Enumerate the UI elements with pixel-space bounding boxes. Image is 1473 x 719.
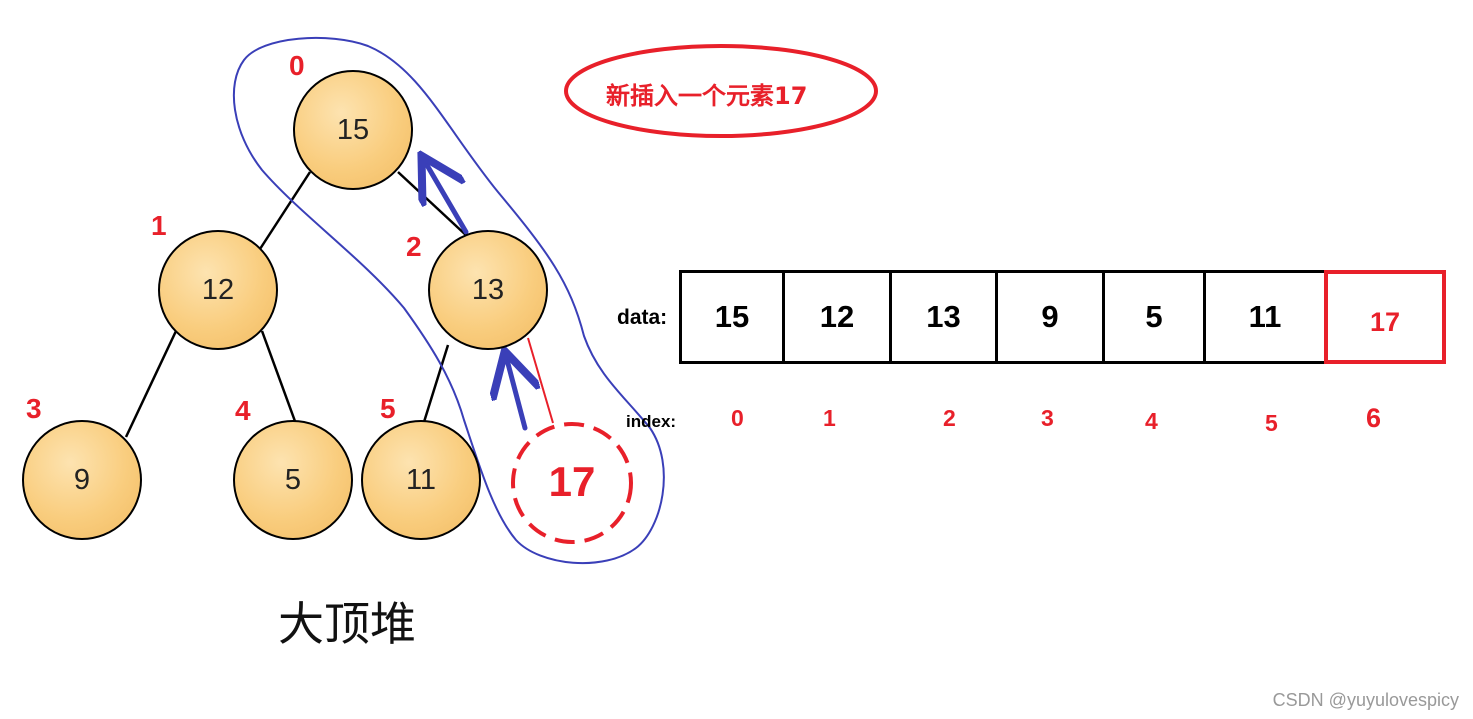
- new-node-circle: [511, 422, 633, 544]
- edge-2-5: [422, 344, 450, 423]
- callout-text: 新插入一个元素17: [606, 82, 808, 110]
- data-array: 15 12 13 9 5 11 17: [679, 270, 1446, 364]
- array-index-6: 6: [1366, 403, 1382, 433]
- callout-ellipse: [564, 44, 878, 138]
- node-value: 13: [471, 273, 505, 306]
- sift-up-path-outline: [233, 37, 665, 565]
- array-index-2: 2: [943, 405, 956, 431]
- array-cell-4: 5: [1102, 270, 1206, 364]
- tree-index-1: 1: [151, 210, 167, 241]
- array-cell-0: 15: [679, 270, 785, 364]
- tree-index-3: 3: [26, 393, 42, 424]
- heap-title: 大顶堆: [278, 597, 416, 651]
- edge-1-3: [124, 330, 178, 438]
- node-value: 11: [405, 463, 437, 496]
- node-value: 5: [284, 463, 302, 496]
- array-cell-3: 9: [995, 270, 1105, 364]
- edge-0-1: [258, 171, 312, 250]
- index-row-label: index:: [626, 412, 677, 431]
- array-index-0: 0: [731, 405, 744, 431]
- array-cell-new: 17: [1324, 270, 1446, 364]
- edge-0-2: [397, 171, 469, 238]
- edge-1-4: [260, 330, 298, 425]
- tree-index-4: 4: [235, 395, 251, 426]
- node-value: 15: [336, 113, 370, 146]
- array-index-1: 1: [823, 405, 836, 431]
- new-node-value: 17: [548, 458, 596, 505]
- heap-node-1: 12: [158, 230, 278, 350]
- array-cell-1: 12: [782, 270, 892, 364]
- array-cell-5: 11: [1203, 270, 1327, 364]
- watermark: CSDN @yuyulovespicy: [1272, 690, 1459, 710]
- data-row-label: data:: [617, 306, 668, 329]
- heap-node-4: 5: [233, 420, 353, 540]
- heap-node-5: 11: [361, 420, 481, 540]
- array-cell-2: 13: [889, 270, 998, 364]
- heap-node-0: 15: [293, 70, 413, 190]
- heap-node-3: 9: [22, 420, 142, 540]
- arrow-2-to-0: [424, 160, 469, 235]
- node-value: 9: [73, 463, 91, 496]
- heap-node-2: 13: [428, 230, 548, 350]
- tree-index-2: 2: [406, 231, 422, 262]
- array-index-4: 4: [1145, 408, 1158, 434]
- node-value: 12: [201, 273, 235, 306]
- edge-2-new: [527, 337, 554, 424]
- tree-index-5: 5: [380, 393, 396, 424]
- arrow-new-to-2: [506, 356, 525, 431]
- tree-index-0: 0: [289, 50, 305, 81]
- array-index-3: 3: [1041, 405, 1054, 431]
- array-index-5: 5: [1265, 410, 1278, 436]
